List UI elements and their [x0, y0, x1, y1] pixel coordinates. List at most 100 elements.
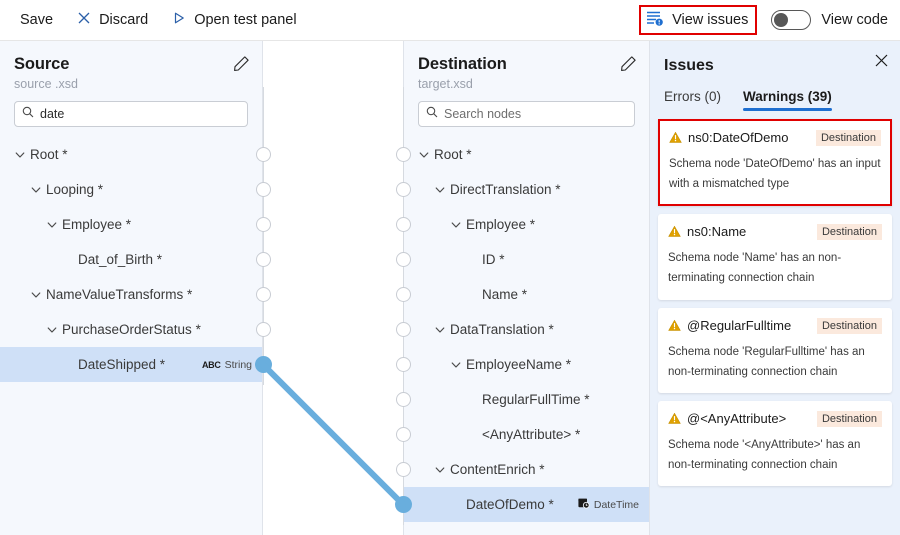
- tree-node-regularfulltime[interactable]: RegularFullTime *: [404, 382, 649, 417]
- connector-handle[interactable]: [396, 287, 411, 302]
- tree-node-label: NameValueTransforms *: [46, 287, 193, 302]
- chevron-down-icon[interactable]: [46, 219, 58, 231]
- issues-tab-warnings[interactable]: Warnings (39): [743, 89, 832, 111]
- tree-node-contentenrich[interactable]: ContentEnrich *: [404, 452, 649, 487]
- save-button[interactable]: Save: [10, 5, 63, 35]
- connector-handle[interactable]: [256, 287, 271, 302]
- tree-node-label: EmployeeName *: [466, 357, 572, 372]
- connector-handle[interactable]: [256, 252, 271, 267]
- tree-node-employeename[interactable]: EmployeeName *: [404, 347, 649, 382]
- issue-node-name: @<AnyAttribute>: [687, 410, 787, 426]
- chevron-down-icon[interactable]: [46, 324, 58, 336]
- source-panel: Source source .xsd Root *Looping *Employ…: [0, 41, 263, 535]
- tree-node-root[interactable]: Root *: [0, 137, 262, 172]
- tree-node-label: Root *: [434, 147, 472, 162]
- chevron-down-icon[interactable]: [450, 219, 462, 231]
- tree-node-anyattribute[interactable]: <AnyAttribute> *: [404, 417, 649, 452]
- tree-node-root[interactable]: Root *: [404, 137, 649, 172]
- tree-node-label: DataTranslation *: [450, 322, 554, 337]
- connector-handle[interactable]: [256, 147, 271, 162]
- save-label: Save: [20, 11, 54, 28]
- connector-handle[interactable]: [256, 217, 271, 232]
- chevron-down-icon[interactable]: [434, 464, 446, 476]
- connector-handle[interactable]: [256, 182, 271, 197]
- source-connector-column: [255, 41, 272, 535]
- connector-handle[interactable]: [396, 182, 411, 197]
- tree-node-label: Dat_of_Birth *: [78, 252, 163, 267]
- issue-description: Schema node 'Name' has an non-terminatin…: [668, 252, 842, 285]
- tree-node-purchaseorderstatus[interactable]: PurchaseOrderStatus *: [0, 312, 262, 347]
- view-code-toggle[interactable]: [771, 10, 812, 30]
- issues-tabs: Errors (0) Warnings (39): [650, 75, 900, 111]
- chevron-down-icon[interactable]: [30, 184, 42, 196]
- connector-handle[interactable]: [396, 392, 411, 407]
- connector-handle-active[interactable]: [395, 496, 412, 513]
- connector-handle[interactable]: [256, 322, 271, 337]
- connector-handle[interactable]: [396, 217, 411, 232]
- issues-title: Issues: [664, 57, 714, 74]
- chevron-down-icon[interactable]: [450, 359, 462, 371]
- source-search-input[interactable]: [40, 107, 240, 121]
- connector-handle[interactable]: [396, 427, 411, 442]
- view-code-label: View code: [821, 12, 888, 28]
- tree-node-employee[interactable]: Employee *: [404, 207, 649, 242]
- connector-handle[interactable]: [396, 322, 411, 337]
- tree-node-employee[interactable]: Employee *: [0, 207, 262, 242]
- open-test-panel-button[interactable]: Open test panel: [162, 5, 306, 35]
- destination-search-input[interactable]: [444, 107, 627, 121]
- discard-button[interactable]: Discard: [67, 5, 158, 35]
- connector-handle[interactable]: [396, 252, 411, 267]
- close-icon[interactable]: [874, 53, 889, 73]
- source-search-box[interactable]: [14, 101, 248, 127]
- connector-handle-active[interactable]: [255, 356, 272, 373]
- connector-handle[interactable]: [396, 147, 411, 162]
- tree-node-label: ID *: [482, 252, 505, 267]
- destination-search-box[interactable]: [418, 101, 635, 127]
- mapping-canvas[interactable]: [263, 41, 403, 535]
- chevron-down-icon[interactable]: [434, 184, 446, 196]
- connector-handle[interactable]: [396, 357, 411, 372]
- play-triangle-icon: [172, 11, 186, 29]
- chevron-down-icon[interactable]: [14, 149, 26, 161]
- issues-tab-errors[interactable]: Errors (0): [664, 89, 721, 104]
- tree-node-looping[interactable]: Looping *: [0, 172, 262, 207]
- abc-icon: ABC: [201, 359, 221, 370]
- close-x-icon: [77, 11, 91, 29]
- tree-node-dateofdemo[interactable]: DateOfDemo *DateTime: [404, 487, 649, 522]
- view-issues-button[interactable]: View issues: [639, 5, 758, 35]
- chevron-down-icon[interactable]: [30, 289, 42, 301]
- tree-node-label: PurchaseOrderStatus *: [62, 322, 201, 337]
- chevron-down-icon[interactable]: [418, 149, 430, 161]
- tree-node-id[interactable]: ID *: [404, 242, 649, 277]
- issue-side-badge: Destination: [816, 224, 882, 241]
- issue-description: Schema node '<AnyAttribute>' has an non-…: [668, 438, 861, 471]
- chevron-down-icon[interactable]: [434, 324, 446, 336]
- source-tree: Root * Looping *Employee * Dat_of_Birth * N…: [0, 137, 262, 382]
- tree-node-datofbirth[interactable]: Dat_of_Birth *: [0, 242, 262, 277]
- issue-node-name: ns0:DateOfDemo: [688, 130, 789, 145]
- view-issues-label: View issues: [672, 12, 749, 28]
- issue-description: Schema node 'RegularFulltime' has an non…: [668, 345, 865, 378]
- tree-node-namevaluetransforms[interactable]: NameValueTransforms *: [0, 277, 262, 312]
- tree-node-label: Root *: [30, 147, 68, 162]
- tree-node-label: Name *: [482, 287, 528, 302]
- destination-connector-column: [395, 41, 412, 535]
- warning-triangle-icon: [669, 131, 682, 149]
- issue-card-header: ns0:Name Destination: [668, 224, 882, 243]
- source-edit-pencil-icon[interactable]: [233, 55, 250, 77]
- tree-node-name[interactable]: Name *: [404, 277, 649, 312]
- issue-node-name: ns0:Name: [687, 224, 747, 240]
- destination-edit-pencil-icon[interactable]: [620, 55, 637, 77]
- tree-node-datatranslation[interactable]: DataTranslation *: [404, 312, 649, 347]
- connector-handle[interactable]: [396, 462, 411, 477]
- tree-node-directtranslation[interactable]: DirectTranslation *: [404, 172, 649, 207]
- toolbar: Save Discard Open test panel: [0, 0, 900, 41]
